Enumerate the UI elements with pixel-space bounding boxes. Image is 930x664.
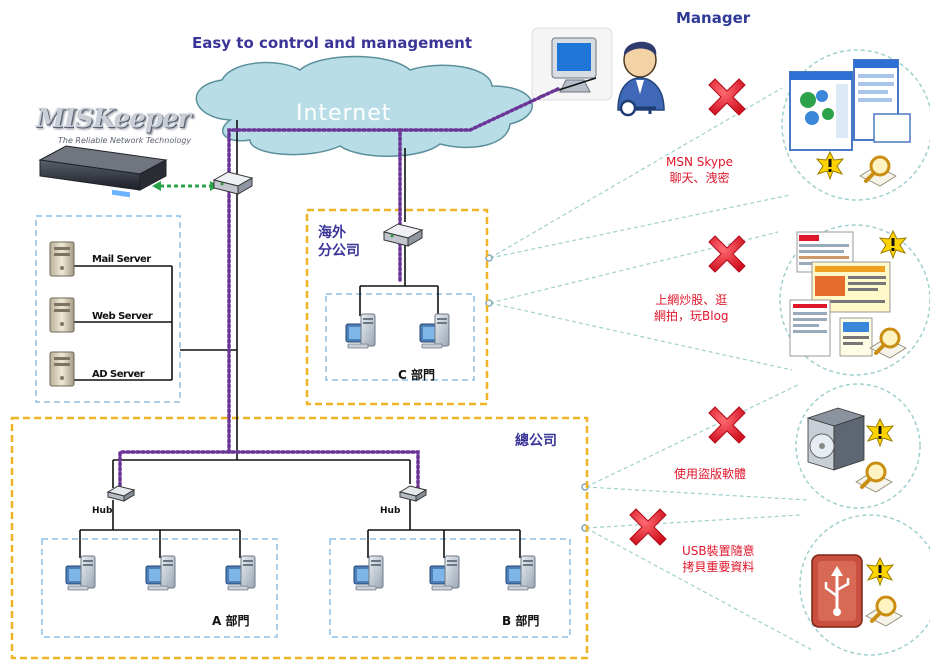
- server-icon: [49, 297, 75, 333]
- logo-tagline: The Reliable Network Technology: [58, 136, 192, 145]
- desktop-pc-icon: [225, 555, 256, 591]
- key-icon: [619, 99, 656, 117]
- blocked-chat-label: MSN Skype 聊天、洩密: [666, 155, 734, 185]
- web-server-label: Web Server: [92, 311, 153, 322]
- x-mark-icon: [708, 78, 746, 116]
- x-mark-icon: [708, 235, 746, 273]
- monitoring-path: [118, 86, 562, 492]
- miskeeper-logo: MISKeeper: [36, 104, 191, 134]
- blocked-web-label: 上網炒股、逛 網拍，玩Blog: [654, 293, 729, 323]
- desktop-pc-icon: [353, 555, 384, 591]
- diagram-title: Easy to control and management: [192, 34, 472, 52]
- dept-c-label: C 部門: [398, 368, 435, 382]
- dept-a-label: A 部門: [212, 614, 250, 628]
- usb-drive-icon: [811, 554, 904, 628]
- x-mark-icon: [629, 508, 667, 546]
- software-box-icon: [806, 407, 894, 494]
- hub-icon: [107, 485, 135, 502]
- desktop-pc-icon: [505, 555, 536, 591]
- internet-label: Internet: [296, 101, 392, 126]
- branch-office-label: 海外 分公司: [318, 225, 360, 259]
- headquarters-zone: [10, 416, 589, 660]
- hub-label: Hub: [380, 506, 401, 516]
- dept-b-label: B 部門: [502, 614, 540, 628]
- blocked-usb-label: USB裝置隨意 拷貝重要資料: [682, 544, 755, 574]
- server-icon: [49, 351, 75, 387]
- branch-office-zone: [305, 208, 489, 406]
- switch-icon: [383, 223, 423, 247]
- connector-dots: [485, 254, 589, 532]
- mail-server-label: Mail Server: [92, 254, 151, 265]
- chat-windows-picture: [789, 59, 911, 188]
- desktop-pc-icon: [145, 555, 176, 591]
- dept-c-group: [325, 293, 475, 381]
- callout-lines: [489, 87, 813, 651]
- mirror-link: [152, 181, 219, 191]
- hub-icon: [399, 485, 427, 502]
- dept-b-group: [329, 538, 571, 638]
- web-pages-picture: [789, 230, 908, 360]
- dept-a-group: [41, 538, 278, 638]
- ad-server-label: AD Server: [92, 369, 145, 380]
- desktop-pc-icon: [429, 555, 460, 591]
- desktop-pc-icon: [65, 555, 96, 591]
- manager-person-icon: [617, 41, 665, 111]
- server-group: [35, 215, 181, 403]
- monitor-icon: [531, 27, 613, 101]
- desktop-pc-icon: [345, 313, 376, 349]
- server-icon: [49, 241, 75, 277]
- manager-label: Manager: [676, 9, 751, 27]
- desktop-pc-icon: [419, 313, 450, 349]
- network-cables: [70, 77, 597, 558]
- firewall-appliance-icon: [38, 145, 168, 198]
- headquarters-label: 總公司: [515, 433, 557, 449]
- switch-icon: [213, 171, 253, 195]
- blocked-piracy-label: 使用盜版軟體: [674, 467, 747, 481]
- hub-label: Hub: [92, 506, 113, 516]
